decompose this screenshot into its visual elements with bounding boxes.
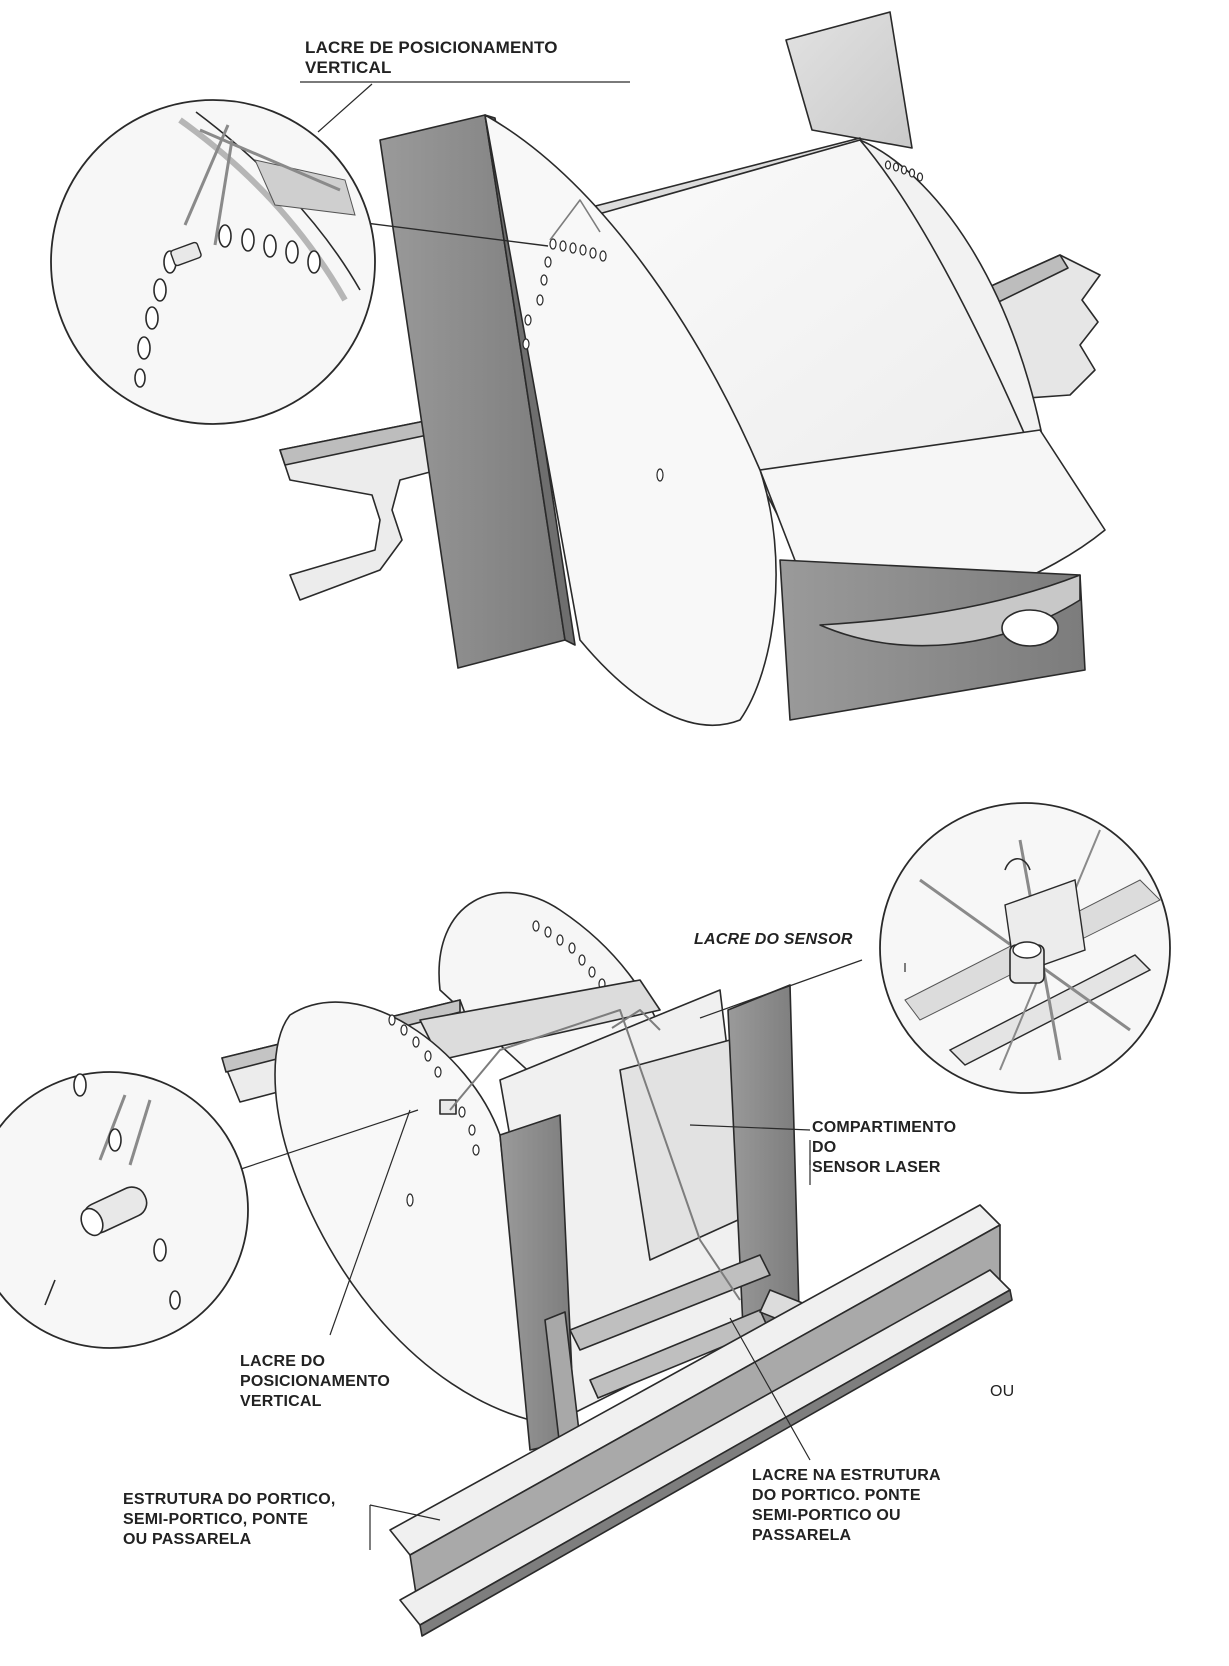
label-top-vertical-seal-line-2: VERTICAL	[305, 58, 392, 77]
label-sensor-seal: LACRE DO SENSOR	[694, 930, 853, 950]
label-or: OU	[990, 1382, 1014, 1402]
bottom-right-zoom-detail	[879, 802, 1171, 1094]
label-structure-seal-line-2: DO PORTICO. PONTE	[752, 1487, 921, 1504]
label-laser-compartment: COMPARTIMENTO DO SENSOR LASER	[812, 1118, 956, 1178]
label-laser-compartment-line-3: SENSOR LASER	[812, 1159, 941, 1176]
label-structure-line-3: OU PASSARELA	[123, 1531, 252, 1548]
bottom-front-disc	[274, 1001, 531, 1421]
label-structure-seal-line-4: PASSARELA	[752, 1527, 852, 1544]
label-structure-seal-line-1: LACRE NA ESTRUTURA	[752, 1467, 941, 1484]
label-laser-compartment-line-2: DO	[812, 1139, 837, 1156]
label-bottom-vertical-seal-line-2: POSICIONAMENTO	[240, 1373, 391, 1390]
label-structure-line-2: SEMI-PORTICO, PONTE	[123, 1511, 309, 1528]
top-zoom-detail	[50, 99, 376, 425]
label-structure-seal: LACRE NA ESTRUTURA DO PORTICO. PONTE SEM…	[752, 1466, 941, 1546]
top-back-plate	[785, 11, 913, 149]
label-top-vertical-seal: LACRE DE POSICIONAMENTO VERTICAL	[305, 38, 558, 78]
top-sensor-window	[1001, 609, 1059, 647]
label-top-vertical-seal-line-1: LACRE DE POSICIONAMENTO	[305, 38, 558, 57]
top-front-disc	[484, 114, 777, 726]
label-bottom-vertical-seal-line-3: VERTICAL	[240, 1393, 322, 1410]
label-sensor-seal-text: LACRE DO SENSOR	[694, 931, 853, 948]
bottom-left-zoom-detail	[0, 1071, 249, 1349]
top-assembly	[279, 11, 1106, 726]
label-bottom-vertical-seal-line-1: LACRE DO	[240, 1353, 326, 1370]
label-structure-line-1: ESTRUTURA DO PORTICO,	[123, 1491, 336, 1508]
label-structure: ESTRUTURA DO PORTICO, SEMI-PORTICO, PONT…	[123, 1490, 336, 1550]
label-structure-seal-line-3: SEMI-PORTICO OU	[752, 1507, 901, 1524]
bottom-assembly	[221, 891, 1013, 1637]
label-bottom-vertical-seal: LACRE DO POSICIONAMENTO VERTICAL	[240, 1352, 390, 1412]
label-laser-compartment-line-1: COMPARTIMENTO	[812, 1119, 957, 1136]
label-or-text: OU	[990, 1383, 1015, 1400]
